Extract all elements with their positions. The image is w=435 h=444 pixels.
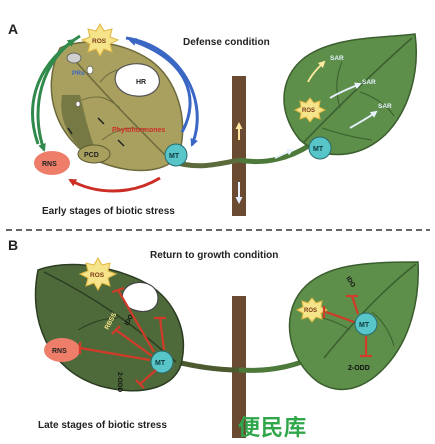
mt-node-right-a bbox=[308, 136, 332, 160]
leaf-vein bbox=[321, 127, 373, 141]
panel-a-letter: A bbox=[8, 21, 18, 37]
signal-dash bbox=[117, 139, 125, 147]
mt-left-label-b: MT bbox=[155, 360, 166, 367]
early-stage-label: Early stages of biotic stress bbox=[42, 206, 175, 217]
inhibit-mt-to-rbss bbox=[115, 329, 153, 357]
inhibit-mt-to-rns bbox=[79, 346, 151, 362]
leaf-vein bbox=[101, 127, 146, 141]
odd-right-label: 2-ODD bbox=[348, 365, 370, 372]
leaf-vein bbox=[81, 96, 121, 109]
cell-spot bbox=[75, 101, 81, 107]
inhibition-arrows-right-b bbox=[322, 294, 372, 358]
sar-label-2: SAR bbox=[362, 79, 376, 86]
sar-arrow bbox=[349, 110, 378, 129]
inhibit-mt-to-ido bbox=[158, 317, 166, 351]
signal-dash bbox=[97, 117, 105, 125]
late-stage-label: Late stages of biotic stress bbox=[38, 420, 167, 431]
ros-burst-a bbox=[80, 22, 120, 58]
green-arrow-rns-to-ros bbox=[31, 38, 76, 145]
leaf-vein bbox=[77, 317, 119, 331]
ros-burst-b bbox=[78, 256, 118, 292]
mt-right-label-a: MT bbox=[313, 146, 324, 153]
watermark-text: 便民库 bbox=[238, 410, 307, 442]
defense-condition-label: Defense condition bbox=[183, 37, 270, 48]
mt-node-right-b bbox=[354, 312, 378, 336]
ros-right-label-a: ROS bbox=[302, 108, 315, 114]
mt-left-label-a: MT bbox=[169, 153, 180, 160]
blue-arrow-ros-to-mt bbox=[125, 36, 199, 147]
blue-arrow-mt-to-ros bbox=[128, 38, 192, 133]
hr-blob bbox=[114, 63, 160, 97]
pcd-cell bbox=[77, 144, 111, 164]
return-growth-label: Return to growth condition bbox=[150, 250, 278, 261]
inhibit-bar bbox=[111, 286, 125, 294]
sar-arrow bbox=[274, 148, 294, 159]
rns-blob-b bbox=[44, 338, 80, 362]
panel-b: B Return to growth condition ROS RNS MT … bbox=[8, 237, 419, 438]
mt-node-left-b bbox=[150, 350, 174, 374]
healthy-leaf-midrib bbox=[303, 37, 413, 143]
mt-right-label-b: MT bbox=[359, 322, 370, 329]
ros-burst-right-a bbox=[293, 97, 327, 123]
sar-arrow bbox=[329, 82, 362, 99]
stem-b bbox=[232, 296, 246, 438]
red-arrow-mt-to-rns bbox=[68, 176, 161, 193]
inhibit-mt-to-ros-right bbox=[325, 310, 355, 324]
inhibit-mt-to-ros bbox=[117, 289, 155, 353]
panel-a: A HR PRs ROS Phytohormones PCD bbox=[8, 21, 417, 217]
panel-b-letter: B bbox=[8, 237, 18, 253]
watermark-glyphs: 便民库 bbox=[238, 416, 308, 441]
rns-label-b: RNS bbox=[52, 348, 67, 355]
inhibit-bar bbox=[135, 379, 145, 389]
inhibition-arrows-left-b bbox=[78, 286, 166, 389]
sar-label-3: SAR bbox=[378, 103, 392, 110]
signal-dash bbox=[67, 127, 73, 135]
ros-label-a: ROS bbox=[92, 38, 107, 45]
hr-label: HR bbox=[136, 79, 146, 86]
healthy-leaf-b bbox=[288, 261, 419, 391]
pcd-label: PCD bbox=[84, 152, 99, 159]
leaf-vein bbox=[359, 91, 395, 117]
ros-burst-right-b bbox=[295, 297, 329, 323]
inhibit-mt-to-odd bbox=[139, 369, 157, 385]
infected-leaf-midrib bbox=[69, 54, 171, 161]
cell-spot bbox=[86, 65, 94, 75]
sar-label-1: SAR bbox=[330, 55, 344, 62]
phytohormones-label: Phytohormones bbox=[112, 127, 165, 134]
stem-a bbox=[232, 76, 246, 216]
mt-node-left-a bbox=[164, 143, 188, 167]
rns-label-a: RNS bbox=[42, 161, 57, 168]
prs-label: PRs bbox=[72, 70, 85, 77]
ido-left-label: IDO bbox=[124, 313, 136, 326]
odd-left-label: 2-ODD bbox=[116, 372, 123, 393]
rns-blob-a bbox=[34, 151, 70, 175]
lesion bbox=[61, 95, 100, 160]
sar-arrow bbox=[307, 60, 326, 83]
prs-cell bbox=[66, 52, 82, 64]
left-petiole-b bbox=[175, 359, 240, 373]
inhibit-bar bbox=[111, 325, 121, 335]
inhibit-mt-to-ido-right bbox=[350, 295, 360, 315]
right-petiole-a bbox=[238, 142, 312, 165]
ros-right-label-b: ROS bbox=[304, 308, 317, 314]
ros-left-label-b: ROS bbox=[90, 272, 105, 279]
leaf-vein bbox=[371, 311, 395, 347]
leaf-midrib bbox=[323, 263, 417, 359]
leaf-vein bbox=[336, 61, 343, 109]
